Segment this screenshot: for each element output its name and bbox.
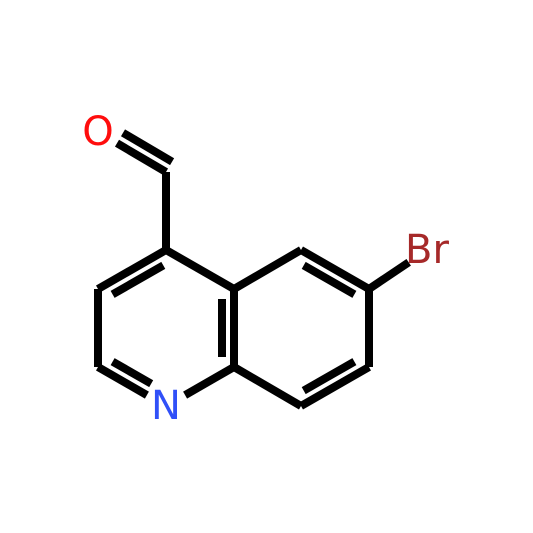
bond-a8-a9 bbox=[299, 246, 371, 293]
bond-a0-a1 bbox=[114, 139, 169, 176]
bond-a2-a3 bbox=[96, 246, 168, 293]
bond-a11-a6 bbox=[231, 363, 304, 410]
bond-a7-a2 bbox=[164, 246, 236, 293]
bonds-layer bbox=[94, 129, 411, 410]
bond-a5-a6 bbox=[183, 363, 236, 399]
bond-a10-a11-inner bbox=[301, 358, 357, 395]
bond-a0-a1-second bbox=[120, 129, 175, 166]
bond-a4-a5 bbox=[96, 363, 149, 399]
bond-a9-a12 bbox=[366, 258, 411, 293]
bond-a4-a5-inner bbox=[110, 358, 154, 388]
atom-label-br: Br bbox=[405, 227, 449, 273]
bond-a8-a9-inner bbox=[301, 261, 357, 298]
atom-label-o: O bbox=[82, 109, 113, 155]
atom-label-n: N bbox=[151, 383, 181, 429]
bond-a10-a11 bbox=[299, 363, 371, 410]
atoms-layer: O N Br bbox=[82, 109, 449, 429]
bond-a7-a8 bbox=[231, 246, 304, 293]
bond-a2-a3-inner bbox=[110, 261, 166, 298]
